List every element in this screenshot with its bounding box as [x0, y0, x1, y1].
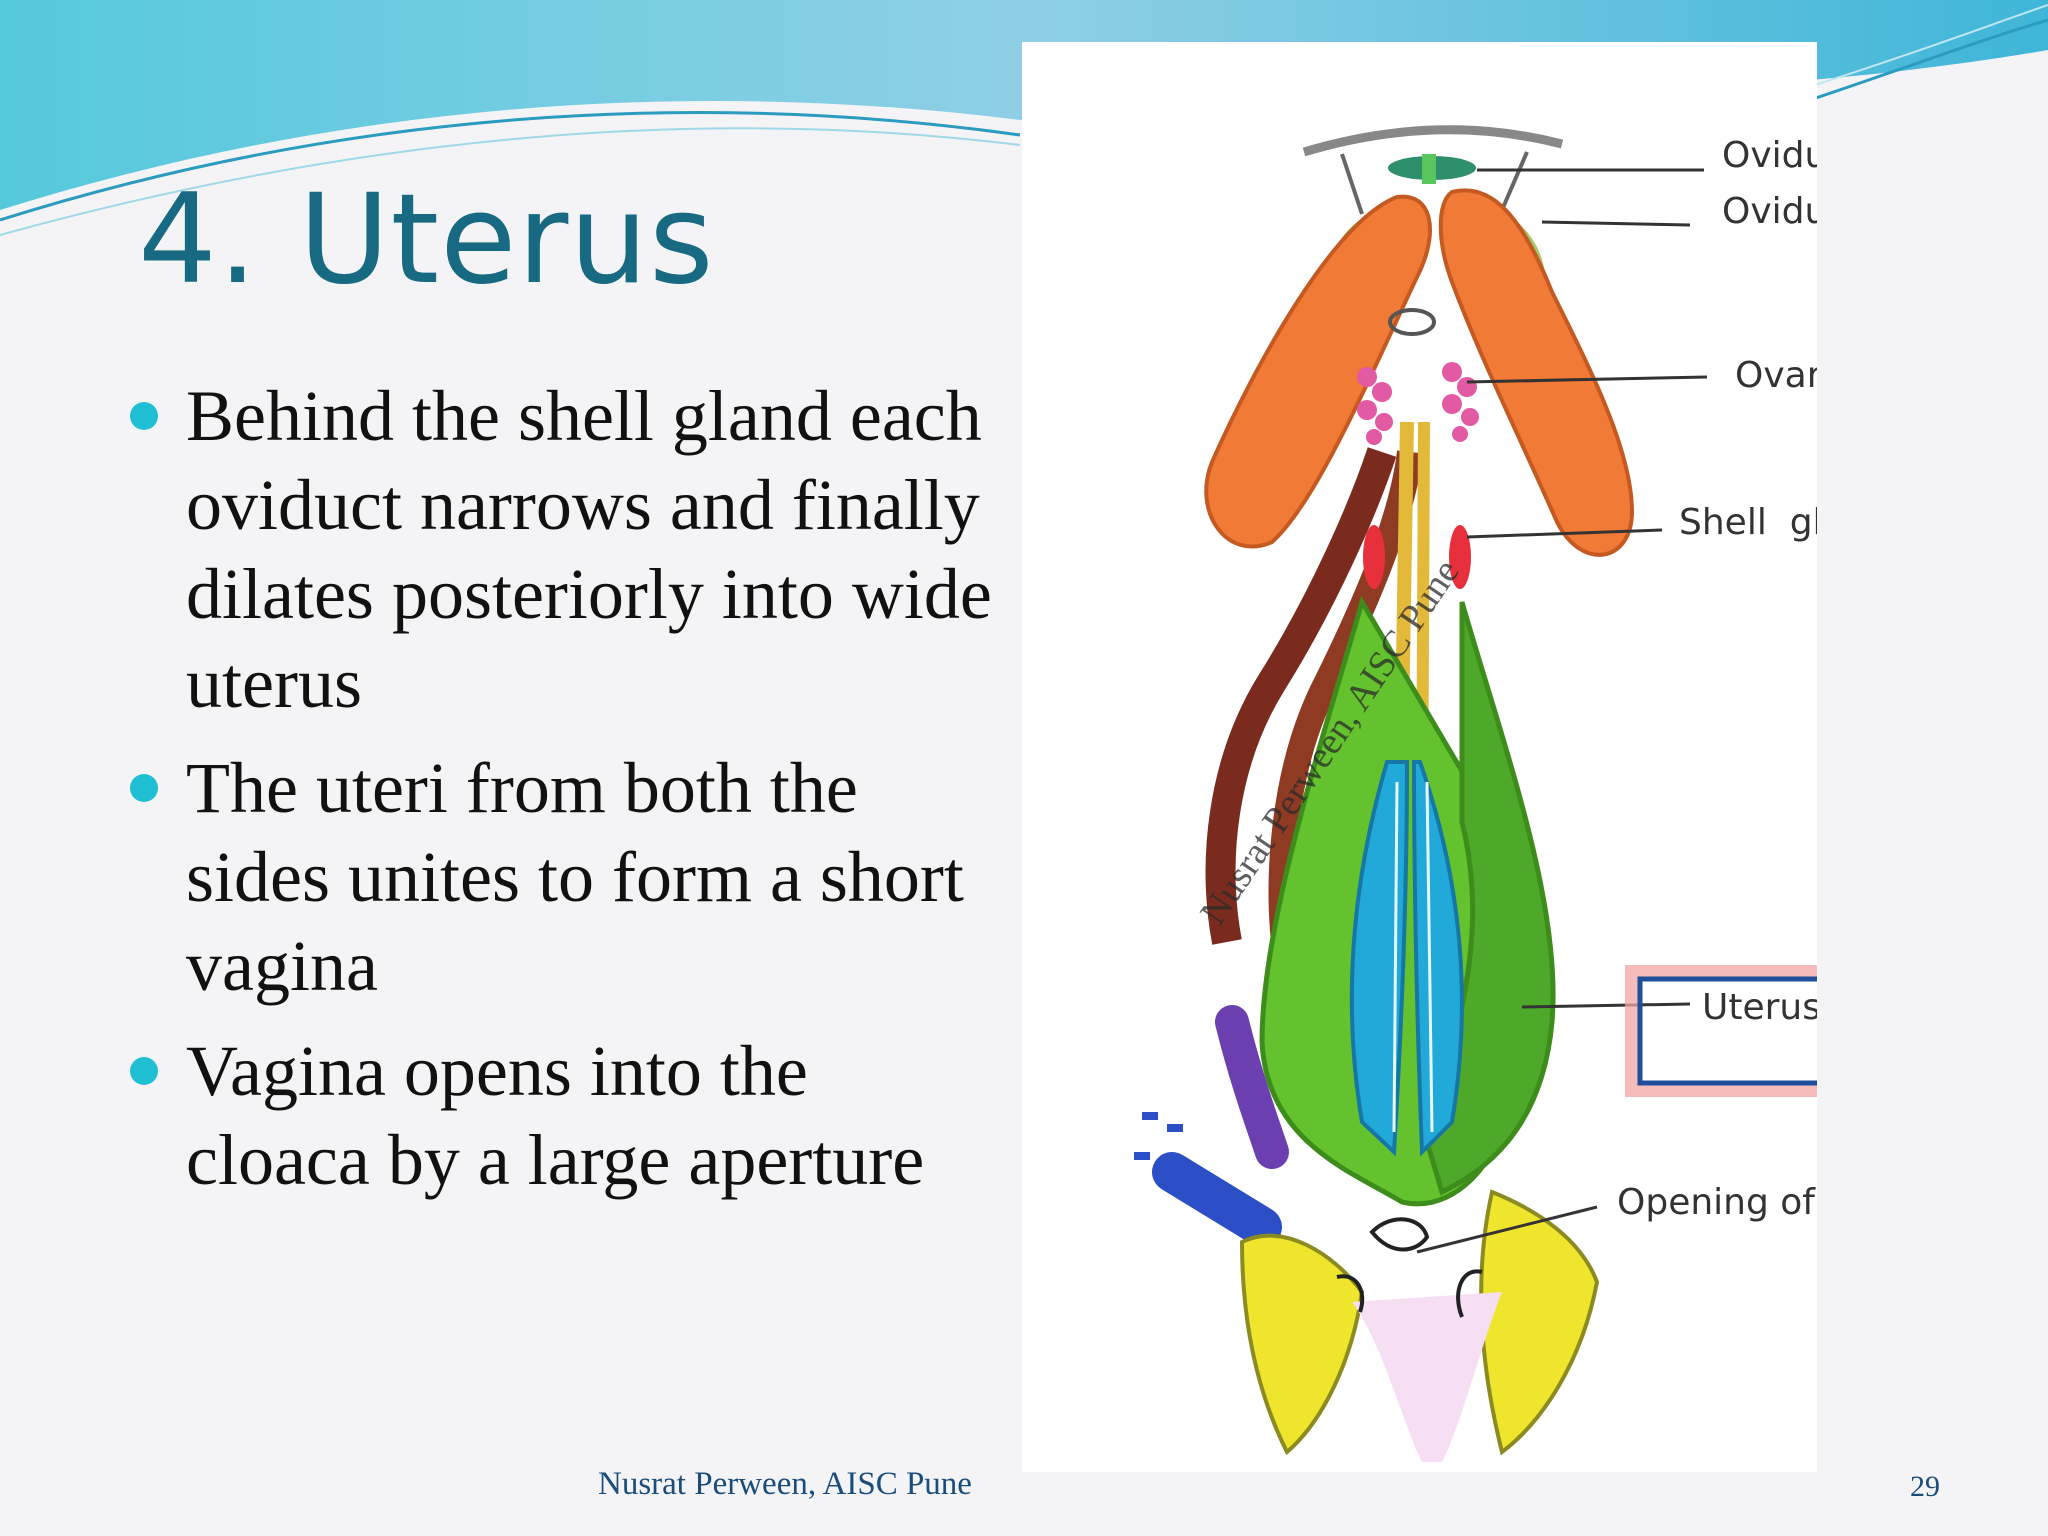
label-ovary: Ovary	[1735, 355, 1817, 396]
bullet-item: The uteri from both the sides unites to …	[128, 744, 1008, 1011]
bullet-item: Vagina opens into the cloaca by a large …	[128, 1027, 1008, 1205]
bullet-text: Vagina opens into the cloaca by a large …	[186, 1031, 925, 1200]
footer-credit: Nusrat Perween, AISC Pune	[598, 1466, 972, 1502]
label-shell-gland: Shell gland	[1679, 502, 1817, 543]
cloaca-shape	[1239, 1233, 1365, 1456]
oviducal-funnel-shape	[1302, 125, 1564, 157]
shell-gland-shape	[1363, 525, 1385, 589]
figure-drawing: Oviducal funnal Oviduct Ovary Shell glan…	[1134, 125, 1817, 1462]
bullet-text: The uteri from both the sides unites to …	[186, 748, 964, 1006]
slide-title: 4. Uterus	[138, 168, 715, 312]
bullet-list: Behind the shell gland each oviduct narr…	[128, 372, 1008, 1221]
bullet-text: Behind the shell gland each oviduct narr…	[186, 376, 992, 723]
label-oviducal-funnal: Oviducal funnal	[1722, 135, 1817, 176]
slide-number: 29	[1910, 1470, 1940, 1503]
bullet-marker-icon	[130, 402, 158, 430]
uterus-highlight-box	[1637, 976, 1817, 1086]
label-uterus: Uterus	[1702, 987, 1817, 1028]
bullet-item: Behind the shell gland each oviduct narr…	[128, 372, 1008, 728]
left-ovary-shape	[1204, 194, 1432, 549]
reproductive-system-figure: Oviducal funnal Oviduct Ovary Shell glan…	[1022, 42, 1817, 1472]
uterus-highlight-glow	[1625, 965, 1817, 1097]
bullet-marker-icon	[130, 1057, 158, 1085]
bullet-marker-icon	[130, 774, 158, 802]
label-oviduct: Oviduct	[1722, 191, 1817, 232]
right-ovary-shape	[1438, 188, 1635, 557]
label-opening-of-uterus: Opening of uterus	[1617, 1182, 1817, 1223]
